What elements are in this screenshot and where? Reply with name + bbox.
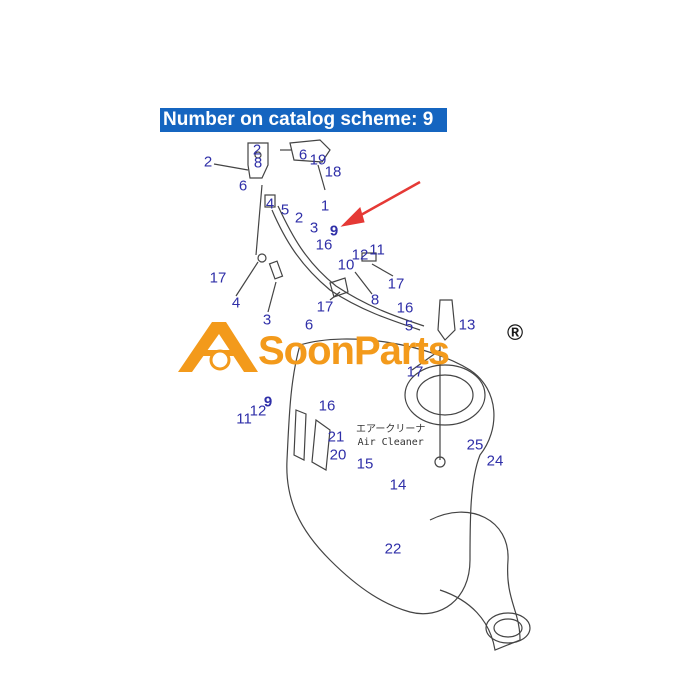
callout-number: 9 bbox=[263, 393, 273, 411]
callout-number: 17 bbox=[316, 298, 334, 316]
callout-number: 2 bbox=[252, 141, 262, 159]
callout-number: 5 bbox=[280, 201, 290, 219]
bracket-part bbox=[247, 142, 269, 179]
callout-number: 10 bbox=[337, 256, 355, 274]
callout-number: 11 bbox=[369, 241, 385, 259]
callout-number: 20 bbox=[329, 446, 347, 464]
callout-number: 16 bbox=[315, 236, 333, 254]
callout-number: 18 bbox=[324, 163, 342, 181]
sensor-part bbox=[289, 139, 331, 163]
callout-number: 14 bbox=[389, 476, 407, 494]
registered-mark: ® bbox=[507, 320, 524, 345]
callout-number: 19 bbox=[309, 151, 327, 169]
callout-number: 22 bbox=[384, 540, 402, 558]
callout-number: 4 bbox=[265, 195, 275, 213]
callout-number: 11 bbox=[236, 410, 252, 428]
callout-number: 8 bbox=[253, 154, 263, 172]
air-cleaner-body bbox=[286, 338, 495, 615]
callout-number: 16 bbox=[396, 299, 414, 317]
air-cleaner-label-en: Air Cleaner bbox=[357, 437, 424, 448]
callout-number: 4 bbox=[231, 294, 241, 312]
callout-number: 6 bbox=[238, 177, 248, 195]
air-cleaner-label: エアークリーナ Air Cleaner bbox=[356, 423, 425, 449]
callout-number: 3 bbox=[309, 219, 319, 237]
callout-number: 16 bbox=[318, 397, 336, 415]
callout-number: 15 bbox=[356, 455, 374, 473]
callout-number: 21 bbox=[327, 428, 345, 446]
callout-number: 2 bbox=[203, 153, 213, 171]
callout-number: 17 bbox=[387, 275, 405, 293]
callout-number: 2 bbox=[294, 209, 304, 227]
callout-number: 24 bbox=[486, 452, 504, 470]
callout-number: 13 bbox=[458, 316, 476, 334]
callout-number: 12 bbox=[249, 402, 267, 420]
callout-number: 12 bbox=[351, 246, 369, 264]
callout-number: 5 bbox=[404, 317, 414, 335]
callout-number: 25 bbox=[466, 436, 484, 454]
brand-logo-icon bbox=[178, 322, 258, 372]
rod bbox=[255, 184, 263, 256]
callout-number: 3 bbox=[262, 311, 272, 329]
callout-number: 17 bbox=[406, 363, 424, 381]
callout-number: 8 bbox=[370, 291, 380, 309]
tube-9 bbox=[271, 209, 421, 331]
callout-number: 9 bbox=[329, 222, 339, 240]
callout-number: 1 bbox=[320, 197, 330, 215]
air-cleaner-label-jp: エアークリーナ bbox=[356, 424, 426, 435]
highlight-arrow bbox=[340, 180, 421, 227]
brand-watermark: SoonParts bbox=[258, 329, 450, 373]
catalog-scheme-banner: Number on catalog scheme: 9 bbox=[160, 108, 447, 132]
callout-number: 17 bbox=[209, 269, 227, 287]
callout-number: 6 bbox=[298, 146, 308, 164]
callout-number: 6 bbox=[304, 316, 314, 334]
